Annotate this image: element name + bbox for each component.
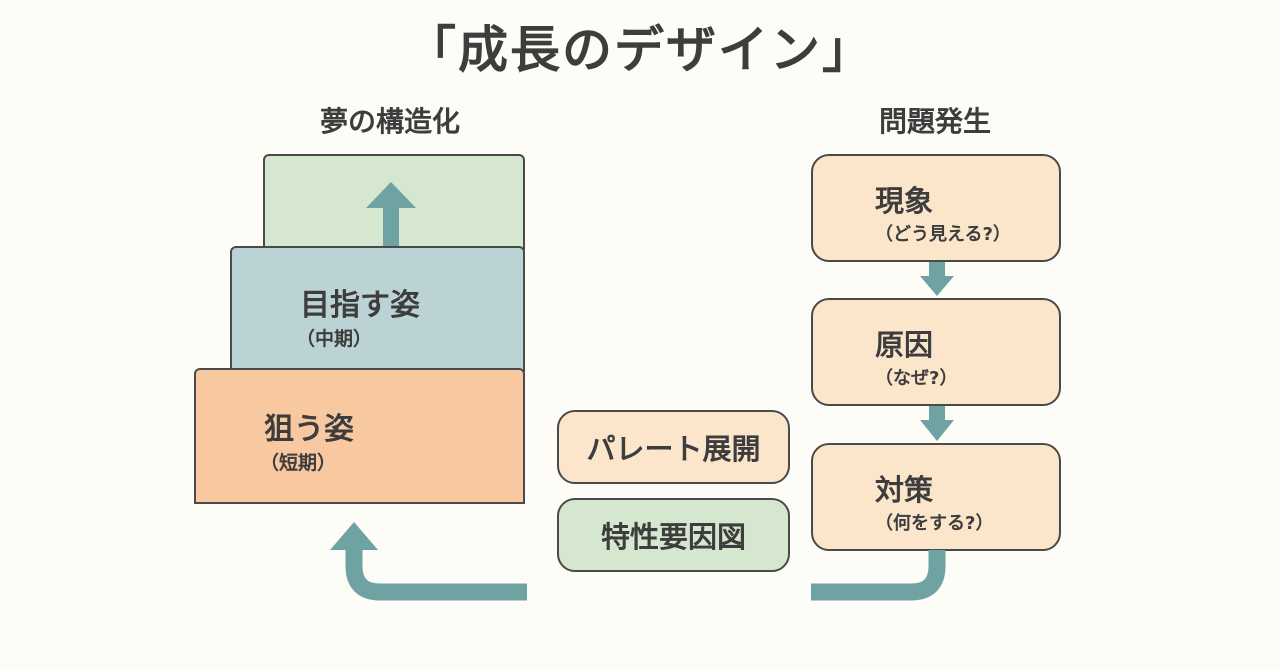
base-level-box: 狙う姿 （短期） xyxy=(194,368,525,504)
left-heading: 夢の構造化 xyxy=(319,105,460,138)
mid-level-sub: （中期） xyxy=(296,328,373,350)
countermeasure-label: 対策 xyxy=(875,473,934,507)
up-arrow-icon xyxy=(366,182,416,246)
base-level-label: 狙う姿 xyxy=(264,412,354,447)
phenomenon-sub: （どう見える?） xyxy=(875,224,1011,245)
base-level-sub: （短期） xyxy=(260,452,337,474)
right-heading: 問題発生 xyxy=(878,105,991,138)
cause-box: 原因 （なぜ?） xyxy=(811,298,1061,406)
mid-level-label: 目指す姿 xyxy=(300,288,420,323)
cause-label: 原因 xyxy=(875,328,934,362)
countermeasure-box: 対策 （何をする?） xyxy=(811,443,1061,551)
countermeasure-sub: （何をする?） xyxy=(875,513,994,534)
diagram-title: 「成長のデザイン」 xyxy=(406,21,874,79)
mid-level-box: 目指す姿 （中期） xyxy=(230,246,525,372)
down-arrow-icon xyxy=(920,406,954,441)
phenomenon-box: 現象 （どう見える?） xyxy=(811,154,1061,262)
phenomenon-label: 現象 xyxy=(875,184,934,218)
pareto-tool: パレート展開 xyxy=(557,410,790,484)
return-arrow-icon xyxy=(811,550,946,601)
return-arrow-icon xyxy=(345,546,527,601)
cause-sub: （なぜ?） xyxy=(875,368,958,389)
fishbone-tool: 特性要因図 xyxy=(557,498,790,572)
down-arrow-icon xyxy=(920,262,954,296)
up-arrow-icon xyxy=(330,522,378,550)
